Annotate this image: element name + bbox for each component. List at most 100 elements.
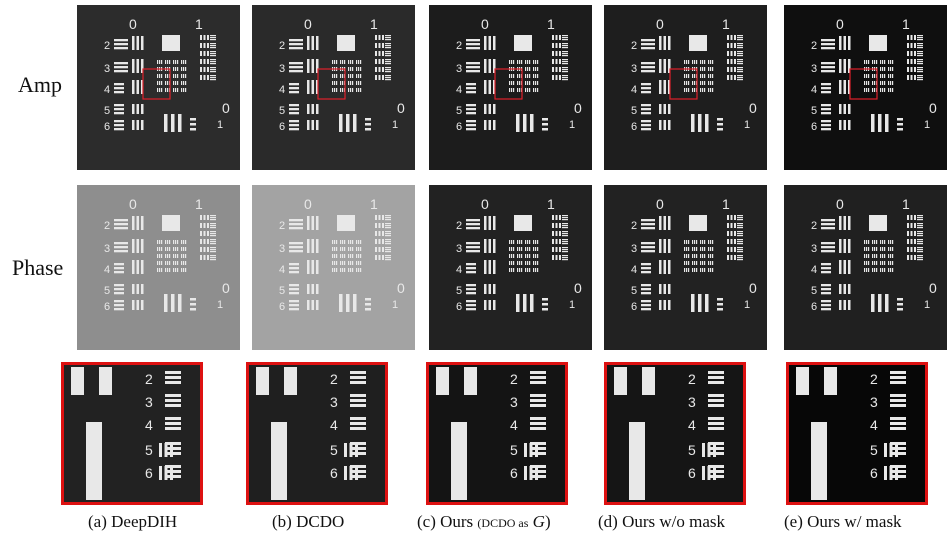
- vertical-bar: [555, 35, 558, 40]
- fine-bar: [167, 60, 169, 64]
- fine-bar: [175, 74, 177, 78]
- horizontal-bar: [289, 108, 299, 111]
- vertical-bar: [910, 247, 913, 252]
- fine-bar: [890, 240, 892, 244]
- fine-bar: [710, 81, 712, 85]
- fine-bar: [517, 74, 519, 78]
- vertical-bar: [907, 35, 909, 40]
- fine-bar: [872, 81, 874, 85]
- fine-bar: [161, 268, 163, 272]
- horizontal-bar: [917, 243, 923, 245]
- fine-bar: [513, 88, 515, 92]
- horizontal-bar: [562, 77, 568, 79]
- horizontal-bar: [466, 223, 480, 226]
- zoom-element-label: 2: [510, 371, 518, 387]
- zoom-horizontal-bar: [530, 399, 546, 402]
- fine-bar: [165, 81, 167, 85]
- element-label: 5: [631, 285, 637, 297]
- fine-bar: [702, 60, 704, 64]
- horizontal-bar: [641, 128, 651, 131]
- vertical-bar: [552, 75, 554, 80]
- fine-bar: [890, 81, 892, 85]
- fine-bar: [344, 254, 346, 258]
- fine-bar: [521, 261, 523, 265]
- vertical-bar: [207, 51, 209, 56]
- horizontal-bar: [385, 35, 391, 37]
- horizontal-bar: [917, 43, 923, 45]
- fine-bar: [360, 261, 362, 265]
- vertical-bar: [488, 216, 491, 230]
- fine-bar: [537, 74, 539, 78]
- fine-bar: [700, 88, 702, 92]
- fine-bar: [696, 60, 698, 64]
- fine-bar: [868, 268, 870, 272]
- zoom-horizontal-bar: [165, 376, 181, 379]
- fine-bar: [157, 60, 159, 64]
- group-label-0: 0: [481, 196, 489, 212]
- fine-bar: [684, 261, 686, 265]
- fine-bar: [529, 247, 531, 251]
- horizontal-bar: [289, 227, 303, 230]
- vertical-bar: [484, 80, 487, 94]
- fine-bar: [884, 81, 886, 85]
- fine-bar: [884, 240, 886, 244]
- vertical-bar: [484, 300, 487, 310]
- fine-bar: [342, 247, 344, 251]
- element-label: 2: [631, 220, 637, 232]
- fine-bar: [704, 254, 706, 258]
- vertical-bar: [843, 104, 846, 114]
- fine-bar: [157, 88, 159, 92]
- horizontal-bar: [821, 128, 831, 131]
- horizontal-bar: [562, 53, 568, 55]
- horizontal-bar: [289, 104, 299, 107]
- fine-bar: [350, 88, 352, 92]
- vertical-bar: [132, 284, 135, 294]
- horizontal-bar: [289, 91, 299, 94]
- horizontal-bar: [641, 39, 655, 42]
- fine-bar: [525, 81, 527, 85]
- horizontal-bar: [385, 241, 391, 243]
- fine-bar: [710, 88, 712, 92]
- fine-bar: [332, 88, 334, 92]
- horizontal-bar: [289, 292, 299, 295]
- fine-bar: [159, 247, 161, 251]
- fine-bar: [352, 254, 354, 258]
- zoom-horizontal-bar: [165, 417, 181, 420]
- zoom-horizontal-bar: [708, 427, 724, 430]
- fine-bar: [712, 261, 714, 265]
- vertical-bar: [378, 215, 381, 220]
- zoom-vertical-bar: [884, 466, 887, 480]
- horizontal-bar: [210, 215, 216, 217]
- element-label: 4: [811, 264, 817, 276]
- fine-bar: [892, 60, 894, 64]
- horizontal-bar: [466, 246, 480, 249]
- vertical-bar: [136, 216, 139, 230]
- horizontal-bar: [821, 66, 835, 69]
- vertical-bar: [727, 247, 729, 252]
- fine-bar: [868, 81, 870, 85]
- fine-bar: [511, 60, 513, 64]
- fine-bar: [874, 261, 876, 265]
- horizontal-bar: [917, 231, 923, 233]
- group-label-0-right: 0: [749, 100, 757, 116]
- fine-bar: [173, 268, 175, 272]
- large-horizontal-bar: [897, 303, 903, 306]
- horizontal-bar: [737, 67, 743, 69]
- fine-bar: [525, 261, 527, 265]
- fine-bar: [880, 60, 882, 64]
- horizontal-bar: [641, 43, 655, 46]
- fine-bar: [175, 254, 177, 258]
- vertical-bar: [730, 223, 733, 228]
- fine-bar: [360, 240, 362, 244]
- fine-bar: [161, 88, 163, 92]
- vertical-bar: [375, 255, 377, 260]
- caption-text: (c) Ours: [417, 512, 474, 531]
- vertical-bar: [839, 120, 842, 130]
- vertical-bar: [663, 80, 666, 94]
- zoom-background: [604, 362, 746, 505]
- fine-bar: [517, 60, 519, 64]
- fine-bar: [352, 67, 354, 71]
- fine-bar: [183, 261, 185, 265]
- fine-bar: [686, 268, 688, 272]
